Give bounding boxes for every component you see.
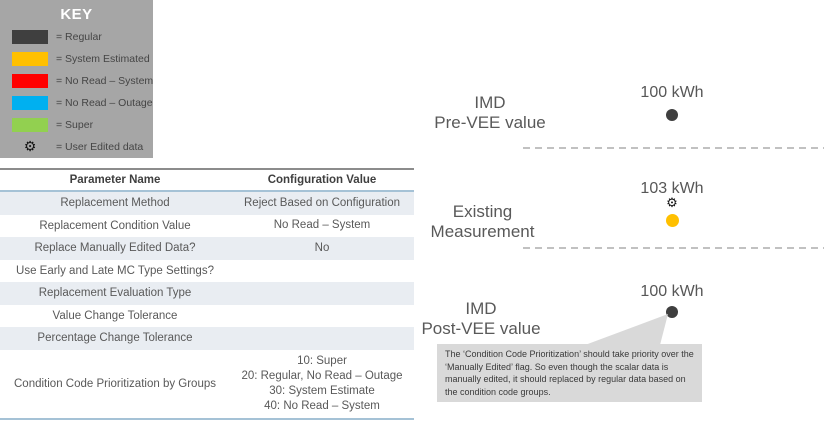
legend-label: = User Edited data xyxy=(56,141,144,153)
table-row: Value Change Tolerance xyxy=(0,305,414,328)
gear-icon: ⚙ xyxy=(23,139,37,155)
post-vee-measurement-dot xyxy=(666,306,678,318)
legend-label: = No Read – Outage xyxy=(56,97,153,109)
config-value-cell: 10: Super 20: Regular, No Read – Outage … xyxy=(241,354,403,412)
dashed-separator xyxy=(523,147,824,149)
callout-pointer xyxy=(585,314,668,345)
legend-swatch-no-read-system xyxy=(12,74,48,88)
post-vee-label: IMD Post-VEE value xyxy=(421,299,541,338)
legend-swatch-no-read-outage xyxy=(12,96,48,110)
legend-item-system-estimated: = System Estimated xyxy=(0,48,153,70)
param-name-cell: Percentage Change Tolerance xyxy=(37,332,193,345)
pre-vee-label: IMD Pre-VEE value xyxy=(434,93,546,132)
legend-swatch-system-estimated xyxy=(12,52,48,66)
column-header-configuration-value: Configuration Value xyxy=(267,173,377,186)
legend-item-no-read-system: = No Read – System xyxy=(0,70,153,92)
legend-item-user-edited: ⚙ = User Edited data xyxy=(0,136,153,158)
param-name-cell: Condition Code Prioritization by Groups xyxy=(14,377,216,390)
legend-swatch-super xyxy=(12,118,48,132)
table-row: Condition Code Prioritization by Groups … xyxy=(0,350,414,418)
config-value-cell: No Read – System xyxy=(273,219,371,232)
existing-value: 103 kWh xyxy=(640,180,704,197)
parameters-table: Parameter Name Configuration Value Repla… xyxy=(0,168,414,420)
key-legend: KEY = Regular = System Estimated = No Re… xyxy=(0,0,153,158)
table-row: Replacement Condition Value No Read – Sy… xyxy=(0,215,414,238)
table-row: Use Early and Late MC Type Settings? xyxy=(0,260,414,283)
param-name-cell: Replacement Method xyxy=(60,197,170,210)
config-value-cell: No xyxy=(314,241,330,254)
config-value-cell: Reject Based on Configuration xyxy=(244,196,400,209)
dashed-separator xyxy=(523,247,824,249)
table-row: Replacement Method Reject Based on Confi… xyxy=(0,192,414,215)
callout-note: The ‘Condition Code Prioritization’ shou… xyxy=(437,344,702,402)
param-name-cell: Replace Manually Edited Data? xyxy=(34,242,196,255)
param-name-cell: Replacement Condition Value xyxy=(39,219,191,232)
table-header-row: Parameter Name Configuration Value xyxy=(0,170,414,192)
legend-item-no-read-outage: = No Read – Outage xyxy=(0,92,153,114)
user-edited-gear-icon: ⚙ xyxy=(666,196,678,211)
post-vee-value: 100 kWh xyxy=(640,283,704,300)
column-header-parameter-name: Parameter Name xyxy=(69,174,161,186)
table-row: Replace Manually Edited Data? No xyxy=(0,237,414,260)
pre-vee-value: 100 kWh xyxy=(640,84,704,101)
pre-vee-measurement-dot xyxy=(666,109,678,121)
legend-swatch-regular xyxy=(12,30,48,44)
legend-label: = Super xyxy=(56,119,94,131)
table-row: Percentage Change Tolerance xyxy=(0,327,414,350)
key-title: KEY xyxy=(60,6,93,23)
existing-measurement-label: Existing Measurement xyxy=(430,202,535,241)
legend-item-super: = Super xyxy=(0,114,153,136)
legend-label: = Regular xyxy=(56,31,102,43)
legend-label: = No Read – System xyxy=(56,75,154,87)
param-name-cell: Use Early and Late MC Type Settings? xyxy=(16,264,214,277)
table-row: Replacement Evaluation Type xyxy=(0,282,414,305)
legend-label: = System Estimated xyxy=(56,53,150,65)
existing-measurement-dot xyxy=(666,214,679,227)
legend-item-regular: = Regular xyxy=(0,26,153,48)
param-name-cell: Replacement Evaluation Type xyxy=(38,287,192,300)
param-name-cell: Value Change Tolerance xyxy=(52,309,178,322)
